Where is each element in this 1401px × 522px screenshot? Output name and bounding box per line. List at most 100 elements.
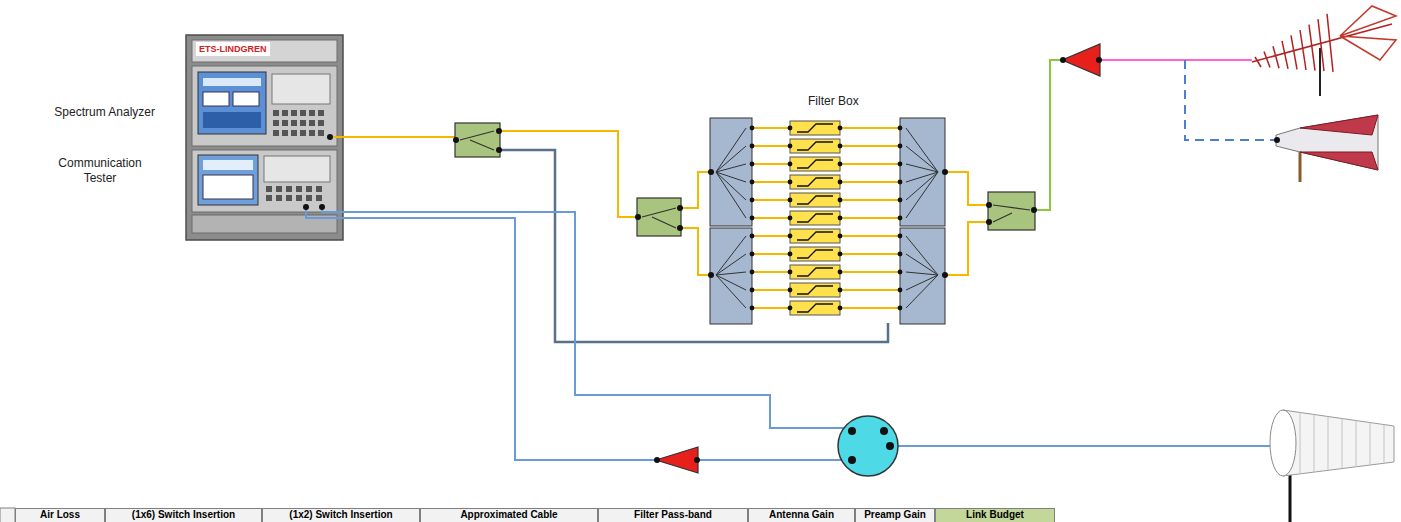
ridged-horn-antenna xyxy=(1274,137,1280,143)
log-periodic-antenna xyxy=(1340,6,1396,60)
instrument-rack xyxy=(192,150,337,212)
filter-box xyxy=(750,288,755,293)
instrument-buttons xyxy=(282,120,288,126)
filter-box xyxy=(898,162,903,167)
rf-switch-circle xyxy=(848,427,856,435)
filter-box xyxy=(750,270,755,275)
instrument-buttons xyxy=(296,186,302,192)
filter-box xyxy=(898,126,903,131)
filter-box xyxy=(906,236,938,275)
filter-box xyxy=(797,124,833,132)
horn-antenna xyxy=(1300,412,1301,473)
filter-box xyxy=(838,234,843,239)
instrument-buttons xyxy=(309,120,315,126)
filter-box xyxy=(906,172,938,182)
instrument-rack xyxy=(198,155,258,205)
filter-box xyxy=(788,162,793,167)
rf-wires xyxy=(306,207,656,460)
instrument-buttons xyxy=(306,186,312,192)
filter-box xyxy=(790,265,840,279)
instrument-rack xyxy=(203,92,229,106)
filter-box xyxy=(840,271,900,273)
filter-box xyxy=(838,216,843,221)
filter-box xyxy=(788,306,793,311)
port-dots xyxy=(327,134,333,140)
instrument-rack xyxy=(203,112,261,128)
instrument-buttons xyxy=(306,186,312,192)
instrument-buttons xyxy=(309,130,315,136)
port-dots xyxy=(986,202,992,208)
filter-box xyxy=(708,272,714,278)
ridged-horn-antenna xyxy=(1300,115,1378,135)
port-dots xyxy=(1031,207,1037,213)
filter-box xyxy=(750,306,755,311)
table-header-cell: Antenna Gain xyxy=(748,508,855,522)
instrument-buttons xyxy=(318,130,324,136)
filter-box xyxy=(716,236,746,275)
rf-wires xyxy=(898,445,1270,447)
instrument-buttons xyxy=(318,120,324,126)
filter-box xyxy=(716,172,746,182)
filter-box xyxy=(898,234,903,239)
ridged-horn-antenna xyxy=(1274,115,1378,182)
table-header-cell: (1x6) Switch Insertion xyxy=(105,508,262,522)
table-header-total: Link Budget xyxy=(935,508,1055,522)
filter-box xyxy=(838,252,843,257)
rf-wires xyxy=(330,136,456,138)
filter-box xyxy=(906,254,938,275)
filter-box xyxy=(838,270,843,275)
group-label: Filter Box xyxy=(808,94,859,108)
filter-box xyxy=(788,234,793,239)
instrument-buttons xyxy=(286,186,292,192)
port-dots xyxy=(319,204,325,210)
filter-box xyxy=(840,163,900,165)
rf-wires xyxy=(500,150,888,342)
preamp xyxy=(656,447,698,473)
filter-box xyxy=(906,275,938,290)
horn-antenna xyxy=(1384,425,1385,464)
rf-switch-circle xyxy=(838,416,898,476)
log-periodic-antenna xyxy=(1300,30,1306,70)
horn-antenna xyxy=(1289,470,1292,522)
switch-1x2 xyxy=(637,198,681,236)
log-periodic-antenna xyxy=(1318,19,1324,71)
filter-box xyxy=(898,252,903,257)
filter-box xyxy=(750,216,755,221)
rf-wires xyxy=(945,172,989,205)
table-header-cell: Preamp Gain xyxy=(855,508,935,522)
rf-wires xyxy=(698,459,846,461)
filter-box xyxy=(716,172,746,218)
log-periodic-antenna xyxy=(1255,57,1261,67)
filter-box xyxy=(898,288,903,293)
filter-box xyxy=(838,126,843,131)
spectrum-analyzer: Spectrum Analyzer xyxy=(192,66,337,146)
filter-box xyxy=(750,198,755,203)
instrument-rack xyxy=(233,92,259,106)
port-dots xyxy=(654,457,660,463)
switch-1x2 xyxy=(642,208,676,228)
horn-antenna xyxy=(1328,416,1329,470)
rf-wires xyxy=(681,172,711,208)
log-periodic-antenna xyxy=(1291,35,1297,69)
filter-box xyxy=(797,142,833,150)
instrument-buttons xyxy=(318,110,324,116)
switch-1x2 xyxy=(993,205,1030,222)
port-dots xyxy=(453,137,459,143)
filter-box xyxy=(797,250,833,258)
port-dots xyxy=(1096,57,1102,63)
filter-box xyxy=(788,252,793,257)
log-periodic-antenna xyxy=(1319,48,1321,96)
filter-box xyxy=(790,157,840,171)
ridged-horn-antenna xyxy=(1299,150,1302,182)
filter-box xyxy=(752,217,790,219)
log-periodic-antenna xyxy=(1327,14,1333,72)
switch-1x2 xyxy=(988,192,1035,230)
instrument-buttons xyxy=(296,195,302,201)
rf-wires xyxy=(322,207,846,428)
rf-wires xyxy=(306,60,1276,460)
port-dots xyxy=(496,128,502,134)
filter-box xyxy=(790,229,840,243)
filter-box xyxy=(906,164,938,172)
filter-box xyxy=(840,127,900,129)
